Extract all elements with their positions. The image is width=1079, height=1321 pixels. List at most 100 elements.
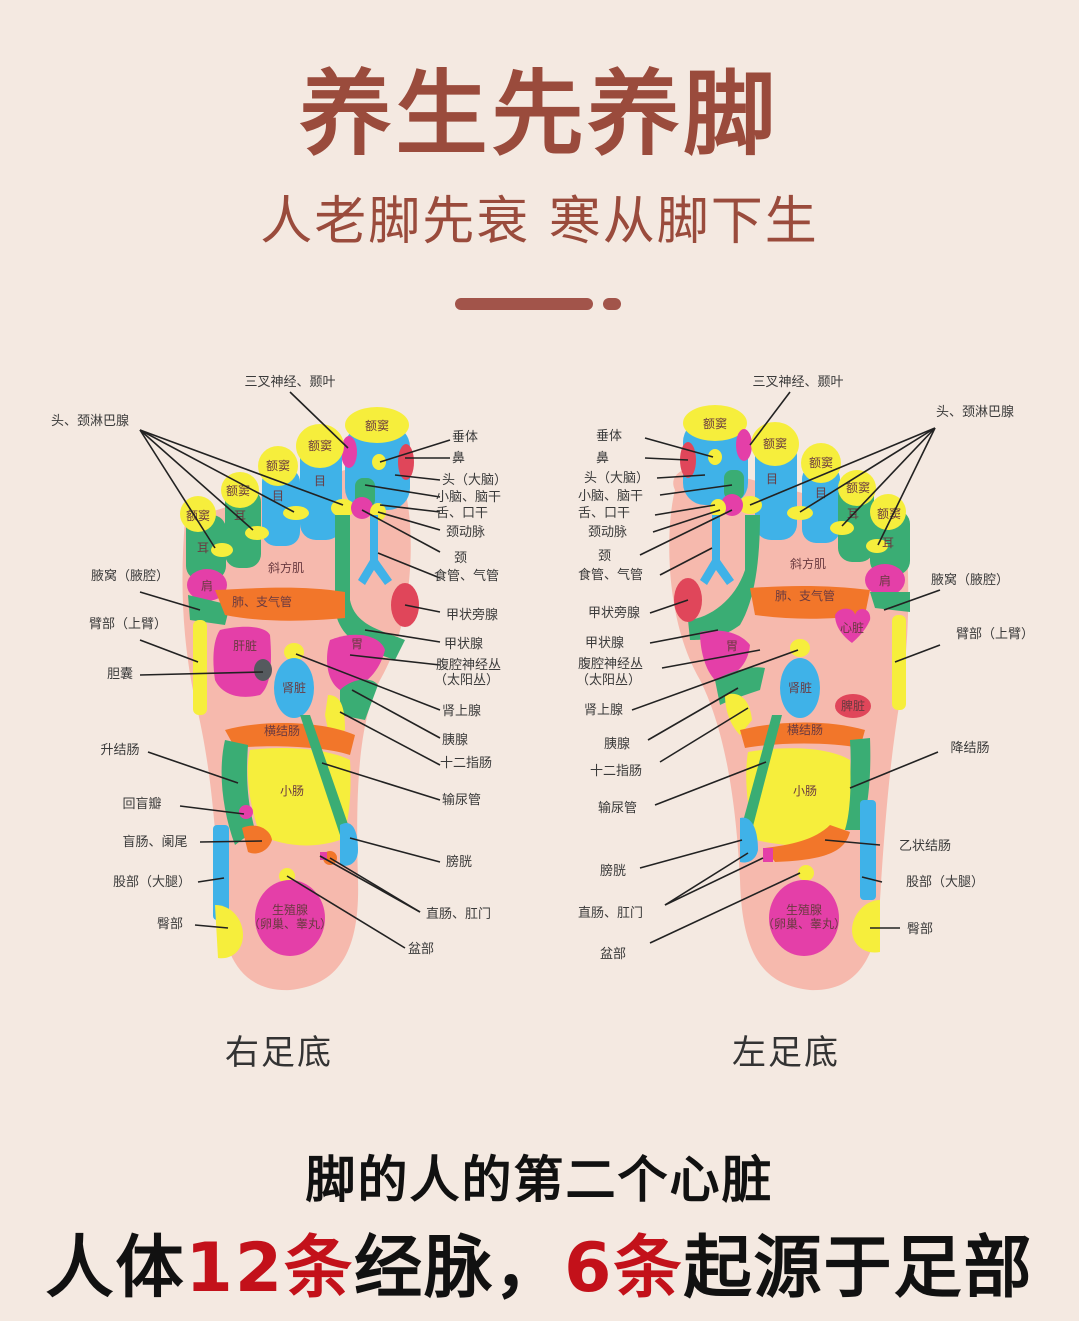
svg-text:直肠、肛门: 直肠、肛门: [578, 906, 643, 921]
zone-spleen: 脾脏: [841, 698, 865, 713]
foot-reflexology-diagram: 额窦 额窦 额窦 额窦 额窦 目 目 耳 耳 斜方肌 肩 肺、支气管 肝脏 肾脏…: [51, 375, 1034, 991]
left-foot: 额窦 额窦 额窦 额窦 额窦 目 目 耳 耳 斜方肌 肩 肺、支气管 心脏 胃 …: [576, 375, 1034, 991]
svg-text:额窦: 额窦: [846, 481, 870, 495]
svg-text:横结肠: 横结肠: [787, 723, 823, 737]
label-tongue: 舌、口干: [436, 506, 488, 521]
label-pituitary: 垂体: [452, 430, 478, 445]
svg-text:甲状腺: 甲状腺: [585, 636, 624, 651]
svg-text:额窦: 额窦: [703, 417, 727, 431]
svg-text:肾脏: 肾脏: [788, 680, 812, 695]
svg-text:（卵巢、睾丸）: （卵巢、睾丸）: [248, 916, 332, 931]
svg-text:垂体: 垂体: [596, 429, 622, 444]
svg-text:臀部: 臀部: [907, 922, 933, 937]
svg-text:额窦: 额窦: [809, 456, 833, 470]
headline-part: 人体: [45, 1229, 186, 1308]
svg-text:膀胱: 膀胱: [600, 863, 626, 879]
svg-text:耳: 耳: [882, 536, 894, 550]
zone-transverse-colon: 横结肠: [264, 724, 300, 738]
label-sigmoid-colon: 乙状结肠: [899, 839, 951, 854]
svg-text:甲状旁腺: 甲状旁腺: [588, 605, 640, 621]
label-rectum: 直肠、肛门: [426, 907, 491, 922]
svg-text:食管、气管: 食管、气管: [578, 567, 643, 583]
headline-part: 经脉，: [354, 1229, 565, 1308]
svg-text:额窦: 额窦: [308, 439, 332, 453]
label-esophagus: 食管、气管: [434, 568, 499, 584]
zone-trapezius: 斜方肌: [268, 560, 304, 575]
svg-text:腋窝（腋腔）: 腋窝（腋腔）: [931, 572, 1009, 588]
zone-gonad: 生殖腺: [272, 902, 308, 917]
svg-text:目: 目: [272, 489, 284, 503]
svg-text:（卵巢、睾丸）: （卵巢、睾丸）: [762, 916, 846, 931]
label-solar-plexus: 腹腔神经丛: [436, 657, 501, 673]
svg-text:目: 目: [766, 472, 778, 486]
svg-text:头（大脑）: 头（大脑）: [584, 471, 649, 486]
svg-text:额窦: 额窦: [763, 437, 787, 451]
svg-text:颈: 颈: [598, 549, 611, 564]
right-foot-caption: 右足底: [225, 1033, 333, 1073]
tagline: 脚的人的第二个心脏: [305, 1151, 774, 1209]
svg-text:额窦: 额窦: [226, 484, 250, 498]
label-carotid: 颈动脉: [446, 525, 485, 540]
svg-text:颈动脉: 颈动脉: [588, 525, 627, 540]
label-thyroid: 甲状腺: [444, 637, 483, 652]
page-title: 养生先养脚: [299, 61, 780, 168]
svg-text:目: 目: [815, 486, 827, 500]
zone-ear: 耳: [234, 509, 246, 523]
headline: 人体12条经脉，6条起源于足部: [0, 1212, 1079, 1311]
svg-text:肩: 肩: [879, 573, 891, 588]
label-gallbladder: 胆囊: [107, 666, 133, 682]
svg-text:舌、口干: 舌、口干: [578, 506, 630, 521]
label-ileocecal: 回盲瓣: [122, 796, 161, 812]
headline-highlight-6: 6条: [564, 1229, 684, 1308]
zone-stomach: 胃: [351, 637, 363, 651]
label-ascending-colon: 升结肠: [100, 743, 139, 758]
svg-text:三叉神经、颞叶: 三叉神经、颞叶: [752, 375, 843, 390]
svg-text:胃: 胃: [726, 639, 738, 653]
svg-text:（太阳丛）: （太阳丛）: [434, 673, 499, 688]
svg-text:十二指肠: 十二指肠: [590, 764, 642, 779]
label-nose: 鼻: [452, 450, 465, 466]
zone-sinus: 额窦: [365, 419, 389, 433]
svg-text:股部（大腿）: 股部（大腿）: [906, 875, 984, 890]
zone-kidney: 肾脏: [282, 680, 306, 695]
right-foot: 额窦 额窦 额窦 额窦 额窦 目 目 耳 耳 斜方肌 肩 肺、支气管 肝脏 肾脏…: [51, 375, 507, 991]
label-hip: 臀部: [157, 917, 183, 932]
svg-text:肾上腺: 肾上腺: [584, 703, 623, 718]
zone-shoulder: 肩: [201, 578, 213, 593]
svg-text:额窦: 额窦: [266, 459, 290, 473]
headline-highlight-12: 12条: [185, 1229, 355, 1308]
svg-text:盆部: 盆部: [600, 947, 626, 962]
svg-text:鼻: 鼻: [596, 450, 609, 466]
svg-text:斜方肌: 斜方肌: [790, 556, 826, 571]
label-parathyroid: 甲状旁腺: [446, 607, 498, 623]
svg-text:肺、支气管: 肺、支气管: [775, 588, 835, 603]
zone-heart: 心脏: [840, 620, 864, 635]
svg-text:头、颈淋巴腺: 头、颈淋巴腺: [936, 405, 1014, 420]
zone-eye: 目: [314, 474, 326, 488]
page-subtitle: 人老脚先衰 寒从脚下生: [260, 192, 819, 252]
svg-text:输尿管: 输尿管: [598, 800, 637, 816]
svg-text:胰腺: 胰腺: [604, 737, 630, 752]
label-armpit: 腋窝（腋腔）: [91, 568, 169, 584]
label-adrenal: 肾上腺: [442, 704, 481, 719]
headline-part: 起源于足部: [683, 1229, 1034, 1308]
divider-bar: [455, 298, 593, 310]
zone-lung: 肺、支气管: [232, 594, 292, 609]
svg-text:（太阳丛）: （太阳丛）: [576, 673, 641, 688]
svg-text:小脑、脑干: 小脑、脑干: [578, 489, 643, 504]
label-trigeminal: 三叉神经、颞叶: [244, 375, 335, 390]
label-duodenum: 十二指肠: [440, 756, 492, 771]
divider-dot: [603, 298, 621, 310]
label-bladder: 膀胱: [446, 854, 472, 870]
svg-text:生殖腺: 生殖腺: [786, 902, 822, 917]
label-upper-arm: 臂部（上臂）: [89, 617, 167, 632]
label-pelvis: 盆部: [408, 942, 434, 957]
label-cerebellum: 小脑、脑干: [436, 490, 501, 505]
label-lymph: 头、颈淋巴腺: [51, 414, 129, 429]
label-thigh: 股部（大腿）: [113, 875, 191, 890]
label-ureter: 输尿管: [442, 792, 481, 808]
label-pancreas: 胰腺: [442, 733, 468, 748]
svg-text:臂部（上臂）: 臂部（上臂）: [956, 627, 1034, 642]
svg-text:腹腔神经丛: 腹腔神经丛: [578, 656, 643, 672]
label-appendix: 盲肠、阑尾: [122, 834, 187, 850]
